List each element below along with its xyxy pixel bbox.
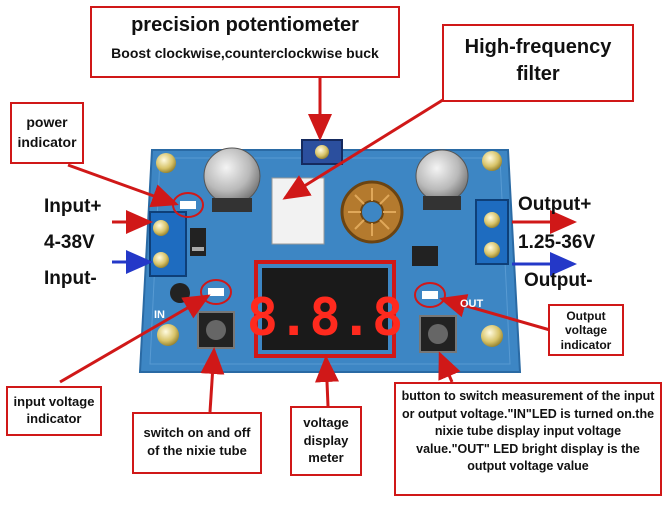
leader-display [315,355,339,407]
measure-button-body [419,315,457,353]
input-minus-label: Input- [44,268,97,289]
leader-input-indicator [59,294,211,384]
regulator-chip [271,177,325,245]
callout-measure-button: button to switch measurement of the inpu… [394,382,662,496]
smd-chip [412,246,438,266]
callout-power-indicator: power indicator [10,102,84,164]
leader-switch [200,347,225,413]
callout-potentiometer: precision potentiometer Boost clockwise,… [90,6,400,78]
leader-power-indicator [67,163,179,208]
transistor [170,283,190,303]
seven-seg-display [262,268,388,350]
input-screw-bottom [153,252,169,268]
callout-input-indicator: input voltage indicator [6,386,102,436]
leader-filter [282,96,447,200]
callout-output-indicator: Output voltage indicator [548,304,624,356]
in-silkscreen: IN [154,309,165,321]
in-led [208,288,224,296]
output-screw-bottom [484,242,500,258]
mount-hole-tl [156,153,176,173]
mount-hole-bl [157,324,179,346]
power-led [180,201,196,209]
mount-hole-tr [482,151,502,171]
output-screw-top [484,212,500,228]
output-range-label: 1.25-36V [518,232,596,253]
callout-display-meter: voltage display meter [290,406,362,476]
input-range-label: 4-38V [44,232,95,253]
leader-output-indicator [439,294,551,332]
out-led [422,291,438,299]
input-plus-label: Input+ [44,196,102,217]
leader-measure-button [438,351,461,383]
input-capacitor [203,147,261,205]
in-led-ring [200,279,232,305]
display-digits: 8.8.8 [247,288,404,348]
output-plus-label: Output+ [518,194,592,215]
input-terminal-block [149,211,187,277]
mount-hole-br [481,325,503,347]
potentiometer-subtitle: Boost clockwise,counterclockwise buck [111,45,379,61]
out-silkscreen: OUT [460,298,484,310]
callout-switch: switch on and off of the nixie tube [132,412,262,474]
potentiometer-title: precision potentiometer [131,14,359,36]
output-capacitor [415,149,469,203]
output-minus-label: Output- [524,270,593,291]
callout-filter: High-frequency filter [442,24,634,102]
input-screw-top [153,220,169,236]
diode [190,228,206,256]
